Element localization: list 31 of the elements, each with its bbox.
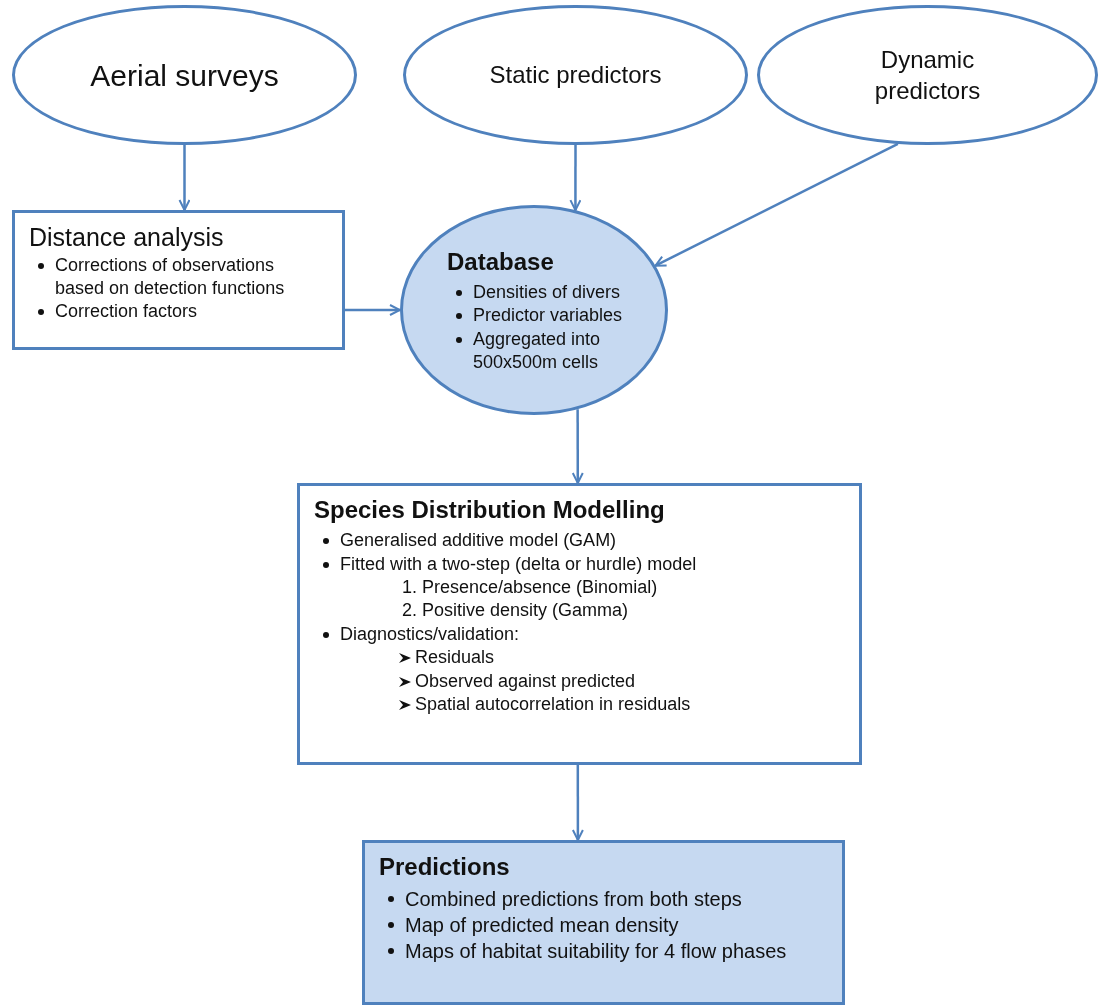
sub-item: Spatial autocorrelation in residuals [415,692,691,716]
bullet-item: Aggregated into 500x500m cells [473,327,602,374]
sub-item: Residuals [415,646,495,670]
numbered-item: 2. Positive density (Gamma) [401,599,630,623]
bullet-item: Generalised additive model (GAM) [340,529,617,553]
process-box [297,483,862,765]
bullet-item: Maps of habitat suitability for 4 flow phases [405,939,787,965]
sub-item: Observed against predicted [415,669,636,693]
bullet-item: Densities of divers [473,280,621,304]
node-label: Dynamic predictors [873,44,982,106]
arrow [571,409,584,484]
node-label: Static predictors [489,60,662,91]
bullet-item: Corrections of observations based on detection functions [55,253,286,300]
bullet-item: Predictor variables [473,304,623,328]
arrow [571,765,584,841]
node-label: Aerial surveys [90,57,279,94]
bullet-item: Fitted with a two-step (delta or hurdle) model [340,552,697,576]
numbered-item: 1. Presence/absence (Binomial) [401,575,659,599]
process-box [12,210,345,350]
box-heading: Database [447,246,554,277]
bullet-item: Diagnostics/validation: [340,622,520,646]
bullet-item: Combined predictions from both steps [405,887,742,913]
bullet-item: Map of predicted mean density [405,913,679,939]
arrow [345,304,401,316]
arrow [178,145,191,211]
arrow [569,145,582,212]
box-heading: Species Distribution Modelling [314,495,666,525]
process-box [362,840,845,1005]
box-heading: Distance analysis [29,222,225,253]
box-heading: Predictions [379,852,511,882]
bullet-item: Correction factors [55,300,198,324]
